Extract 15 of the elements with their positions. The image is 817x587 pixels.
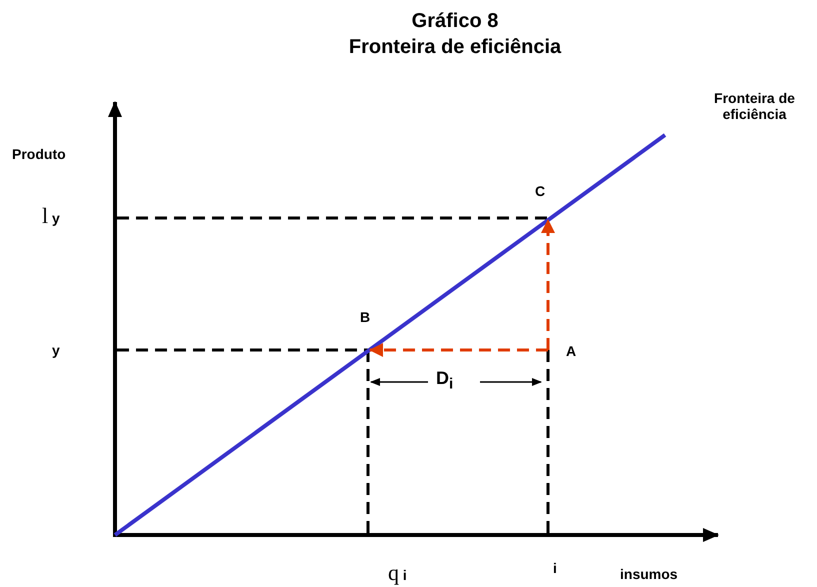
axis-tick-label: q i (388, 560, 407, 586)
chart-title: Gráfico 8 (412, 10, 498, 33)
point-label: C (535, 183, 546, 199)
curve-label: Fronteira de eficiência (713, 90, 796, 122)
axis-title: insumos (620, 566, 678, 582)
arrow (541, 219, 555, 350)
point-label: A (566, 343, 576, 359)
axis-tick-label: y (52, 342, 60, 358)
axis-title: Produto (12, 146, 66, 162)
point-label: B (360, 309, 370, 325)
axis-tick-label: i (553, 560, 557, 576)
arrow (369, 343, 548, 357)
axis-tick-label: l y (42, 203, 60, 229)
dimension-label: D$_{i}$ (436, 368, 454, 393)
chart-subtitle: Fronteira de eficiência (348, 36, 562, 59)
